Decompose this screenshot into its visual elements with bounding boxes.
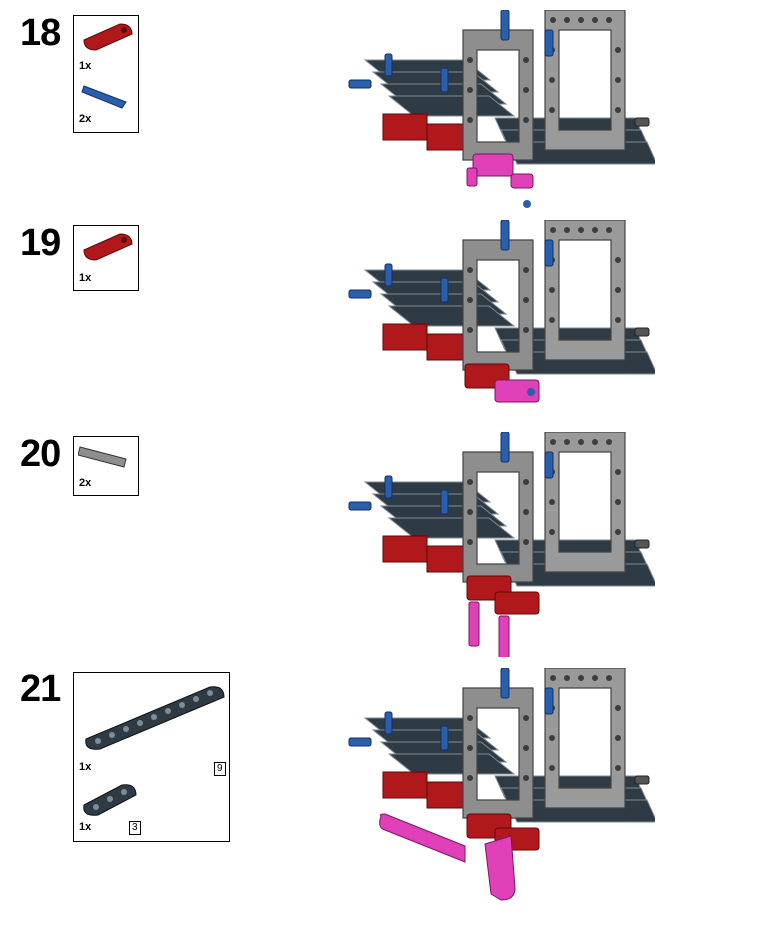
assembly-step-19 bbox=[348, 220, 655, 403]
parts-callout-21: 1x 9 1x 3 bbox=[73, 672, 230, 842]
parts-callout-18: 1x 2x bbox=[73, 15, 139, 133]
parts-callout-19: 1x bbox=[73, 225, 139, 291]
assembly-step-21 bbox=[348, 668, 655, 901]
assembly-step-20 bbox=[348, 432, 655, 657]
beam-length-3: 3 bbox=[129, 821, 141, 835]
step-number-21: 21 bbox=[20, 668, 61, 710]
red-connector-part bbox=[83, 23, 133, 51]
part-qty: 2x bbox=[79, 477, 92, 489]
gray-pin-part bbox=[78, 446, 127, 468]
assembly-step-18 bbox=[348, 10, 655, 208]
part-qty: 1x bbox=[79, 761, 92, 773]
part-qty: 1x bbox=[79, 272, 92, 284]
beam-3-part bbox=[83, 784, 137, 816]
step-number-19: 19 bbox=[20, 222, 61, 264]
blue-pin-part bbox=[81, 85, 127, 109]
part-qty: 2x bbox=[79, 113, 92, 125]
part-qty: 1x bbox=[79, 821, 92, 833]
red-connector-part bbox=[83, 233, 133, 261]
beam-9-part bbox=[85, 686, 225, 750]
step-number-18: 18 bbox=[20, 12, 61, 54]
step-number-20: 20 bbox=[20, 433, 61, 475]
beam-length-9: 9 bbox=[214, 762, 226, 776]
part-qty: 1x bbox=[79, 60, 92, 72]
parts-callout-20: 2x bbox=[73, 436, 139, 496]
